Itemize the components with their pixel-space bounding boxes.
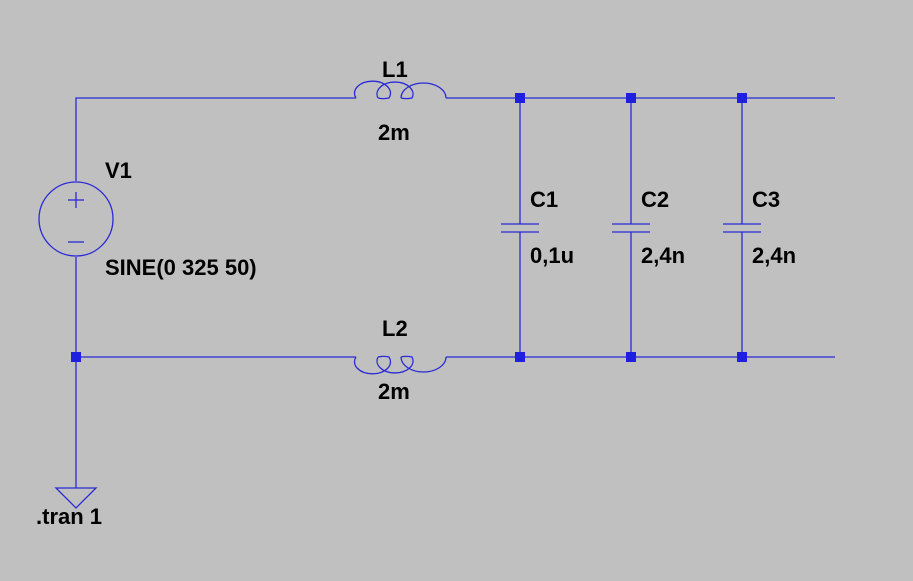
capacitor-c3-symbol[interactable] xyxy=(723,223,761,233)
capacitor-c1-symbol[interactable] xyxy=(501,223,539,233)
junction-dot xyxy=(737,93,747,103)
voltage-source-v1-symbol[interactable] xyxy=(38,181,114,257)
capacitor-c1-value: 0,1u xyxy=(530,243,575,268)
capacitor-c2-value: 2,4n xyxy=(641,243,686,268)
inductor-l1-value: 2m xyxy=(378,120,410,145)
junction-dot xyxy=(515,352,525,362)
junctions xyxy=(71,93,747,362)
source-v1-value: SINE(0 325 50) xyxy=(105,255,257,280)
inductor-l1-symbol[interactable] xyxy=(353,80,447,100)
wires xyxy=(75,97,835,488)
junction-dot xyxy=(626,352,636,362)
junction-dot xyxy=(71,352,81,362)
inductor-l2-name: L2 xyxy=(382,316,408,341)
wire-source-top[interactable] xyxy=(75,97,356,181)
spice-directive[interactable]: .tran 1 xyxy=(36,504,103,529)
ground-symbol[interactable] xyxy=(54,487,98,509)
junction-dot xyxy=(626,93,636,103)
inductor-l1-name: L1 xyxy=(382,57,408,82)
source-v1-name: V1 xyxy=(105,158,132,183)
capacitor-c1-name: C1 xyxy=(530,187,559,212)
capacitor-c2-symbol[interactable] xyxy=(612,223,650,233)
capacitor-c2-name: C2 xyxy=(641,187,670,212)
inductor-l2-symbol[interactable] xyxy=(353,355,447,375)
capacitor-c3-name: C3 xyxy=(752,187,781,212)
inductor-l2-value: 2m xyxy=(378,379,410,404)
junction-dot xyxy=(737,352,747,362)
capacitor-c3-value: 2,4n xyxy=(752,243,797,268)
junction-dot xyxy=(515,93,525,103)
